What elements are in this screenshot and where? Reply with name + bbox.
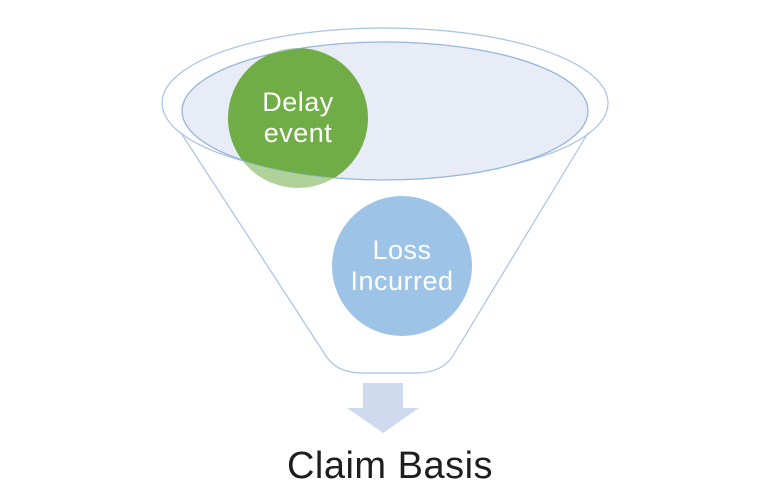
down-arrow-icon — [347, 383, 419, 433]
loss-incurred-bubble — [332, 196, 472, 336]
delay-event-bubble — [228, 48, 368, 180]
funnel-cone-outline — [180, 132, 589, 374]
diagram-title: Claim Basis — [286, 445, 494, 487]
